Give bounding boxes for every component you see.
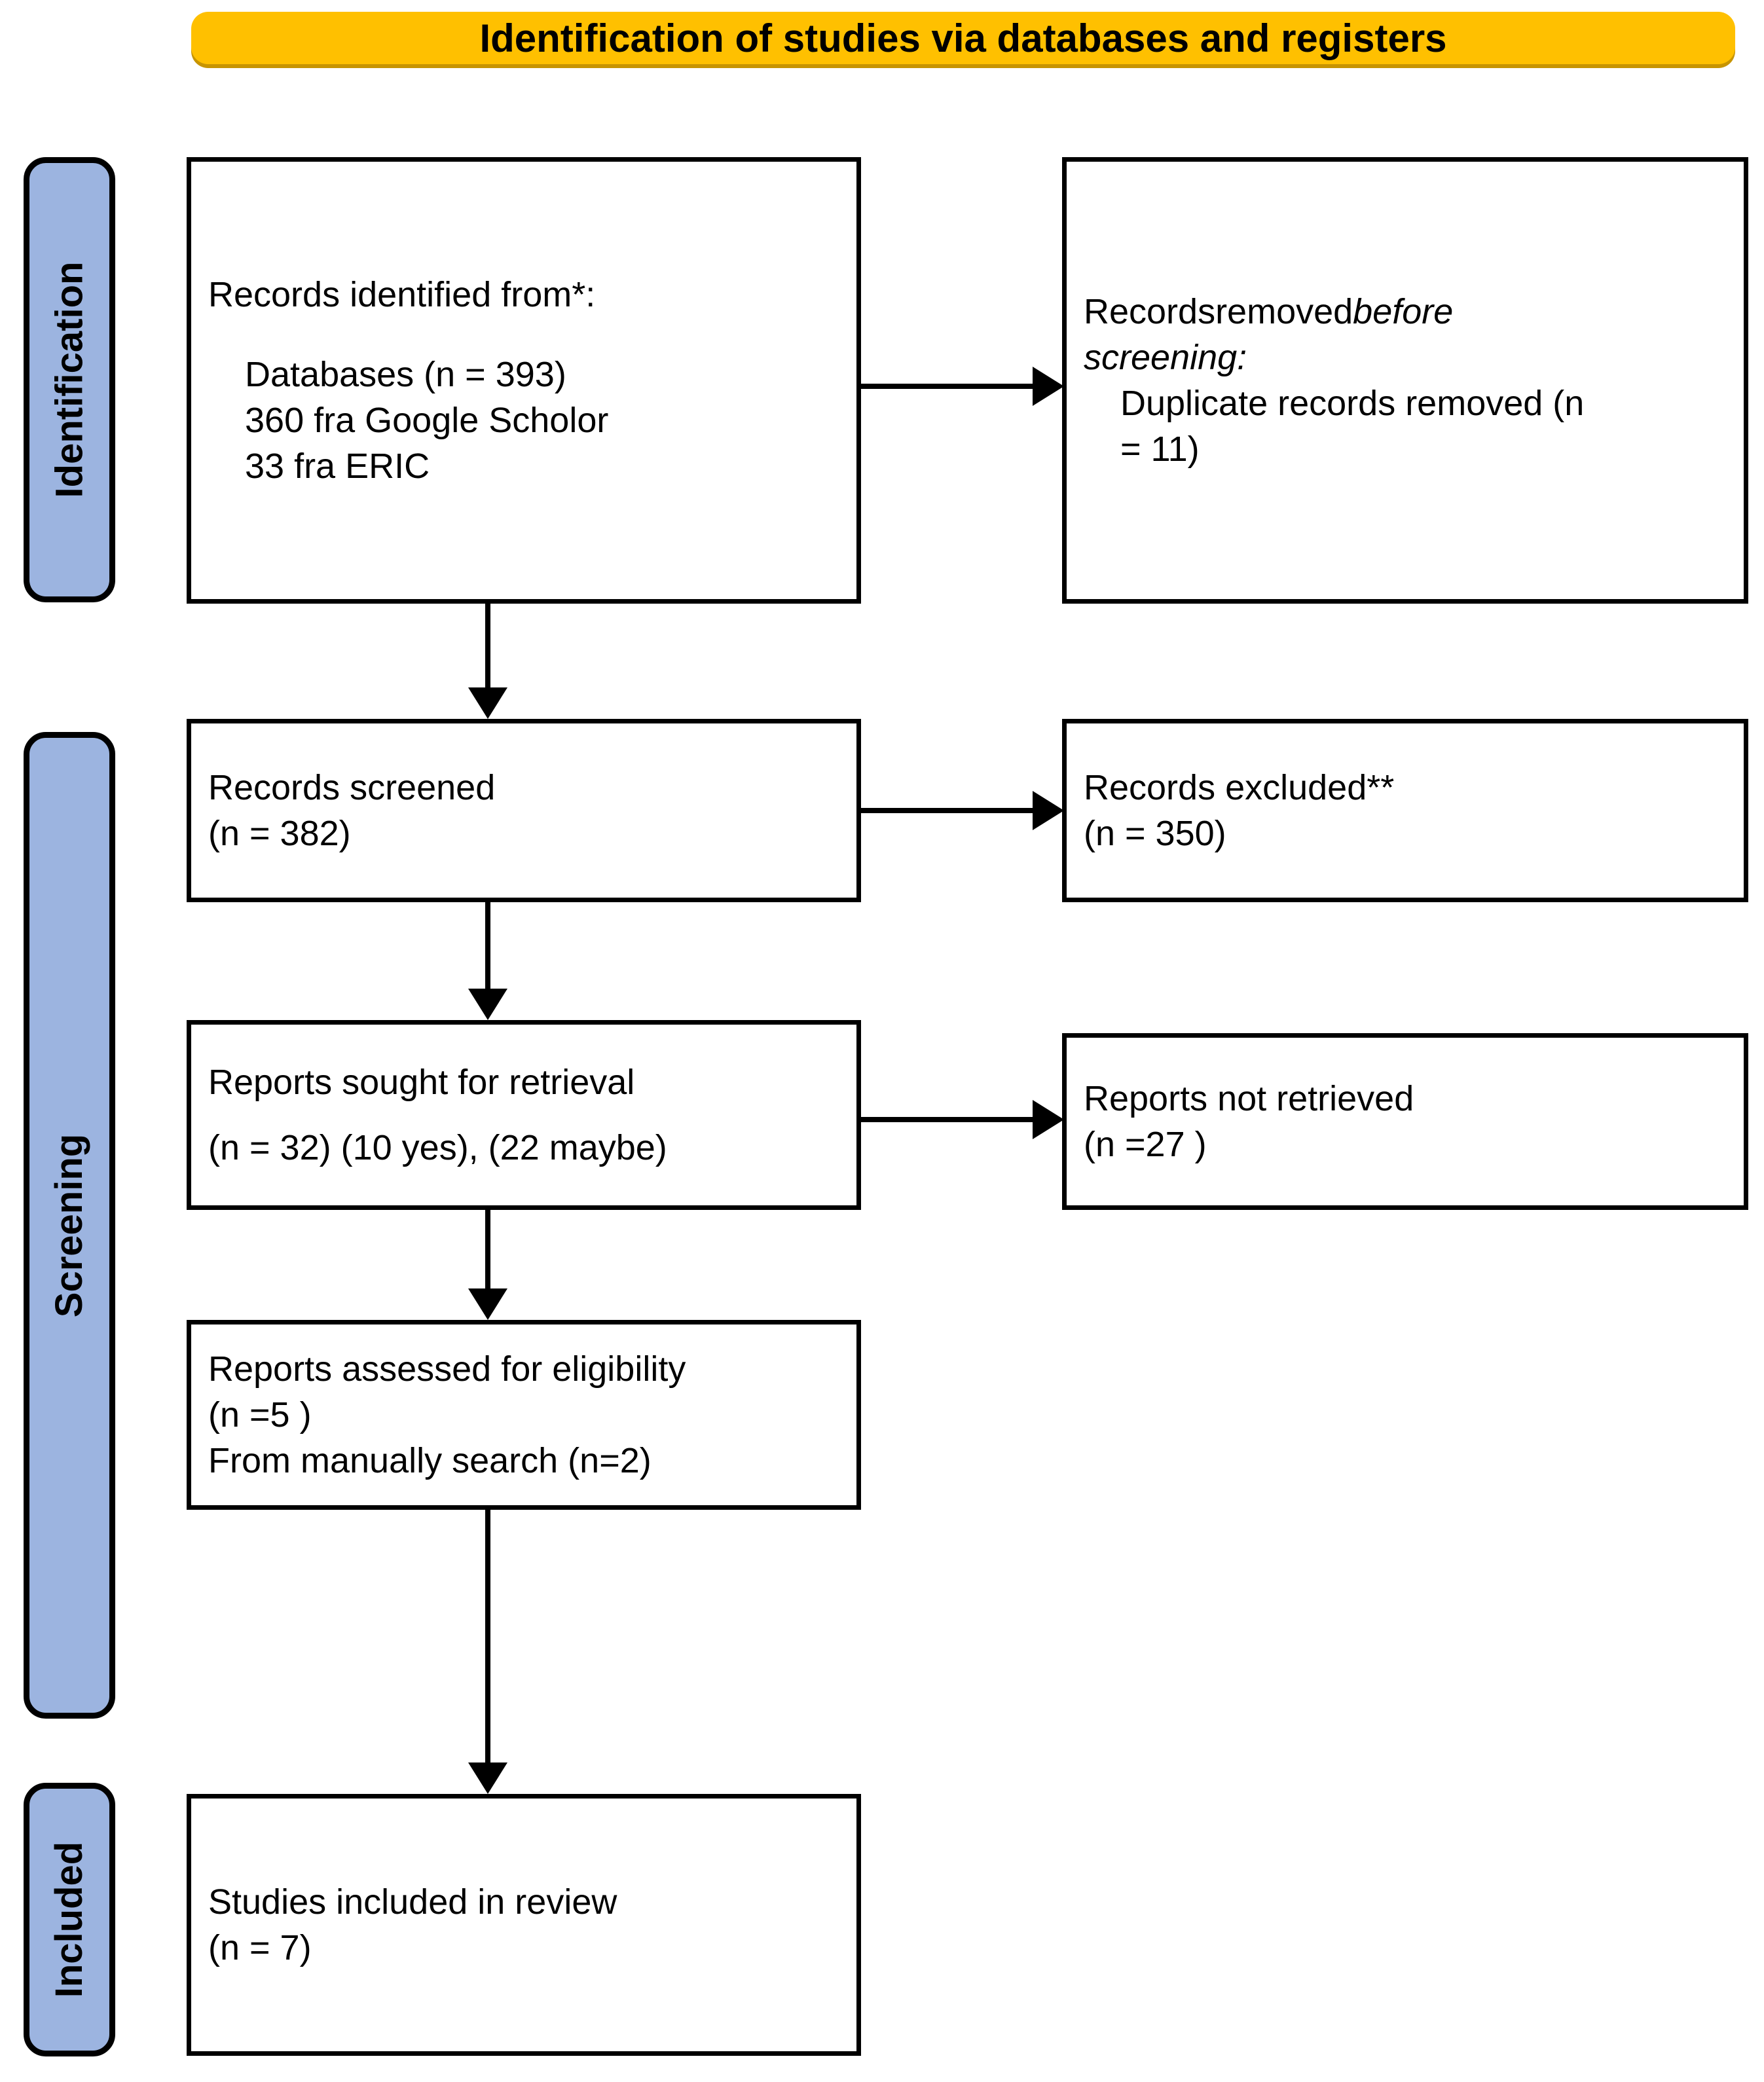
stage-label-included: Included — [48, 1841, 90, 1998]
arrow-head — [468, 687, 507, 719]
header-banner: Identification of studies via databases … — [191, 12, 1735, 64]
records-identified-databases: Databases (n = 393) — [245, 354, 566, 394]
records-removed-duplicates: Duplicate records removed (n — [1120, 384, 1585, 423]
arrow-screened-to-excluded — [861, 791, 1064, 830]
arrow-identified-to-screened — [468, 604, 507, 719]
box-records-screened: Records screened (n = 382) — [187, 719, 861, 902]
box-studies-included: Studies included in review (n = 7) — [187, 1794, 861, 2056]
reports-sought-label: Reports sought for retrieval — [208, 1062, 635, 1102]
arrow-shaft — [485, 1510, 490, 1764]
arrow-screened-to-sought — [468, 902, 507, 1020]
records-excluded-label: Records excluded** — [1084, 767, 1395, 807]
records-screened-label: Records screened — [208, 767, 496, 807]
box-reports-assessed: Reports assessed for eligibility (n =5 )… — [187, 1320, 861, 1510]
box-records-removed: Recordsremovedbefore screening: Duplicat… — [1062, 157, 1748, 604]
box-reports-sought: Reports sought for retrieval (n = 32) (1… — [187, 1020, 861, 1210]
stage-label-screening: Screening — [48, 1133, 90, 1317]
box-reports-not-retrieved: Reports not retrieved (n =27 ) — [1062, 1033, 1748, 1210]
arrow-sought-to-assessed — [468, 1210, 507, 1320]
records-removed-heading-line1: Recordsremovedbefore — [1084, 289, 1727, 335]
records-identified-eric: 33 fra ERIC — [245, 447, 430, 486]
reports-not-retrieved-label: Reports not retrieved — [1084, 1078, 1414, 1118]
banner-title: Identification of studies via databases … — [479, 16, 1447, 60]
arrow-shaft — [861, 384, 1038, 389]
arrow-head — [1033, 367, 1064, 406]
arrow-identified-to-removed — [861, 367, 1064, 406]
records-identified-google-scholar: 360 fra Google Scholor — [245, 401, 609, 440]
arrow-head — [1033, 1100, 1064, 1139]
arrow-head — [468, 1762, 507, 1794]
records-removed-word-records: Records — [1084, 291, 1216, 331]
reports-assessed-label: Reports assessed for eligibility — [208, 1349, 686, 1389]
records-removed-word-before: before — [1353, 291, 1454, 331]
records-removed-word-removed: removed — [1215, 291, 1353, 331]
records-identified-heading: Records identified from*: — [208, 274, 596, 314]
arrow-head — [468, 1288, 507, 1320]
stage-bar-identification: Identification — [24, 157, 115, 602]
studies-included-count: (n = 7) — [208, 1928, 312, 1967]
stage-bar-screening: Screening — [24, 732, 115, 1719]
reports-assessed-count: (n =5 ) — [208, 1395, 312, 1434]
arrow-shaft — [861, 1117, 1038, 1122]
records-removed-duplicates-count: = 11) — [1120, 429, 1200, 469]
stage-bar-included: Included — [24, 1783, 115, 2056]
arrow-head — [1033, 791, 1064, 830]
records-removed-heading-line2: screening: — [1084, 337, 1247, 377]
records-excluded-count: (n = 350) — [1084, 814, 1226, 853]
arrow-shaft — [485, 902, 490, 990]
box-records-identified: Records identified from*: Databases (n =… — [187, 157, 861, 604]
arrow-shaft — [485, 604, 490, 689]
stage-label-identification: Identification — [48, 261, 91, 498]
arrow-shaft — [861, 808, 1038, 813]
records-screened-count: (n = 382) — [208, 814, 351, 853]
studies-included-label: Studies included in review — [208, 1882, 617, 1922]
reports-assessed-manual-search: From manually search (n=2) — [208, 1441, 652, 1481]
reports-sought-count: (n = 32) (10 yes), (22 maybe) — [208, 1128, 667, 1167]
arrow-assessed-to-included — [468, 1510, 507, 1794]
box-records-excluded: Records excluded** (n = 350) — [1062, 719, 1748, 902]
arrow-shaft — [485, 1210, 490, 1290]
reports-not-retrieved-count: (n =27 ) — [1084, 1125, 1207, 1164]
arrow-head — [468, 989, 507, 1020]
arrow-sought-to-not-retrieved — [861, 1100, 1064, 1139]
